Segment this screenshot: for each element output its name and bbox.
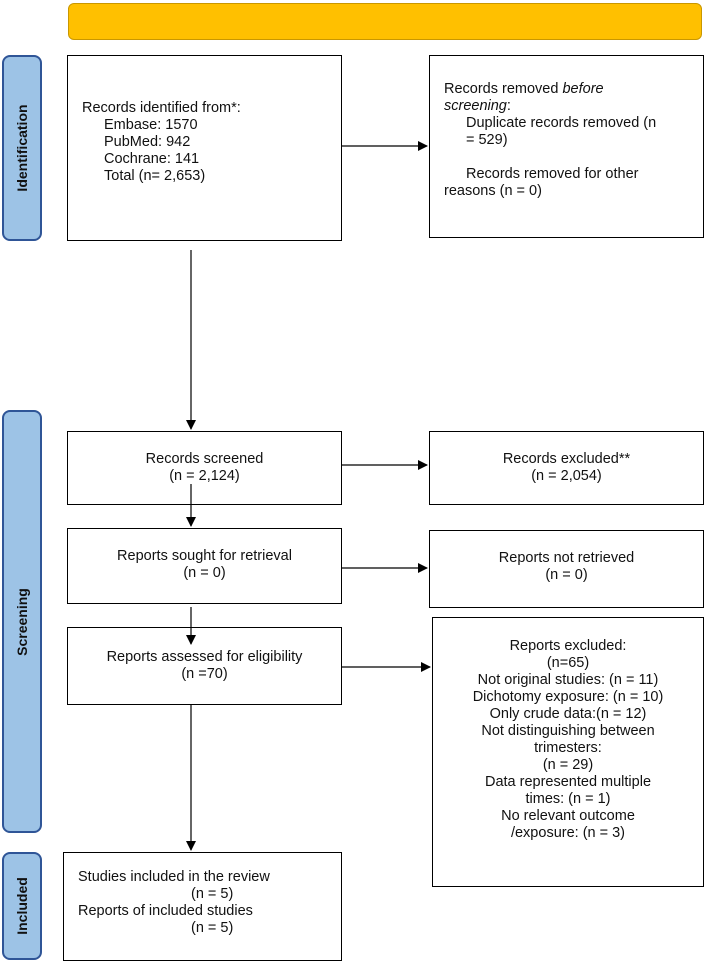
records-total: Total (n= 2,653) <box>104 168 206 184</box>
reports-sought-count: (n = 0) <box>183 565 226 581</box>
reports-assessed-label: Reports assessed for eligibility <box>106 649 303 665</box>
reports-excluded-line: /exposure: (n = 3) <box>510 825 626 841</box>
reports-excluded-box: Reports excluded: (n=65) Not original st… <box>432 617 704 887</box>
records-removed-heading-screening: screening <box>444 98 507 114</box>
reports-excluded-line: Reports excluded: <box>509 638 627 654</box>
header-banner <box>68 3 702 40</box>
reports-not-retrieved-box: Reports not retrieved (n = 0) <box>429 530 704 608</box>
records-screened-count: (n = 2,124) <box>169 468 240 484</box>
studies-included-count: (n = 5) <box>191 886 234 902</box>
studies-included-label: Studies included in the review <box>78 869 270 885</box>
records-removed-heading-line2: screening: <box>444 98 703 115</box>
reports-excluded-line: Data represented multiple <box>484 774 652 790</box>
records-screened-box: Records screened (n = 2,124) <box>67 431 342 505</box>
reports-not-retrieved-count: (n = 0) <box>545 567 588 583</box>
reports-excluded-line: times: (n = 1) <box>525 791 611 807</box>
other-removed-line1: Records removed for other <box>466 166 639 182</box>
records-removed-box: Records removed before screening: Duplic… <box>429 55 704 238</box>
records-excluded-label: Records excluded** <box>502 451 631 467</box>
records-removed-heading: Records removed before <box>444 81 703 98</box>
phase-identification-label: Identification <box>14 104 30 192</box>
duplicates-line1: Duplicate records removed (n <box>466 115 657 131</box>
reports-excluded-line: Not original studies: (n = 11) <box>477 672 659 688</box>
records-pubmed: PubMed: 942 <box>104 134 191 150</box>
duplicates-line2: = 529) <box>466 132 508 148</box>
reports-included-label: Reports of included studies <box>78 903 253 919</box>
reports-excluded-line: Dichotomy exposure: (n = 10) <box>472 689 664 705</box>
reports-excluded-line: Not distinguishing between <box>481 723 655 739</box>
reports-excluded-line: trimesters: <box>534 740 602 756</box>
reports-excluded-line: (n = 29) <box>542 757 594 773</box>
reports-not-retrieved-label: Reports not retrieved <box>498 550 635 566</box>
records-removed-heading-part1: Records removed <box>444 81 563 97</box>
phase-included: Included <box>2 852 42 960</box>
records-identified-box: Records identified from*: Embase: 1570 P… <box>67 55 342 241</box>
records-embase: Embase: 1570 <box>104 117 198 133</box>
reports-assessed-count: (n =70) <box>181 666 228 682</box>
records-excluded-box: Records excluded** (n = 2,054) <box>429 431 704 505</box>
studies-included-box: Studies included in the review (n = 5) R… <box>63 852 342 961</box>
reports-sought-box: Reports sought for retrieval (n = 0) <box>67 528 342 604</box>
reports-excluded-line: (n=65) <box>546 655 590 671</box>
reports-assessed-box: Reports assessed for eligibility (n =70) <box>67 627 342 705</box>
phase-screening-label: Screening <box>14 587 30 656</box>
reports-excluded-line: No relevant outcome <box>501 808 635 824</box>
records-cochrane: Cochrane: 141 <box>104 151 200 167</box>
records-removed-heading-colon: : <box>506 98 511 114</box>
records-excluded-count: (n = 2,054) <box>531 468 602 484</box>
records-removed-heading-italic: before <box>562 81 604 97</box>
reports-sought-label: Reports sought for retrieval <box>117 548 292 564</box>
phase-screening: Screening <box>2 410 42 833</box>
reports-included-count: (n = 5) <box>191 920 234 936</box>
records-identified-heading: Records identified from*: <box>82 100 241 116</box>
records-screened-label: Records screened <box>145 451 264 467</box>
phase-included-label: Included <box>14 877 30 935</box>
phase-identification: Identification <box>2 55 42 241</box>
other-removed-line2: reasons (n = 0) <box>444 183 542 199</box>
reports-excluded-line: Only crude data:(n = 12) <box>489 706 647 722</box>
